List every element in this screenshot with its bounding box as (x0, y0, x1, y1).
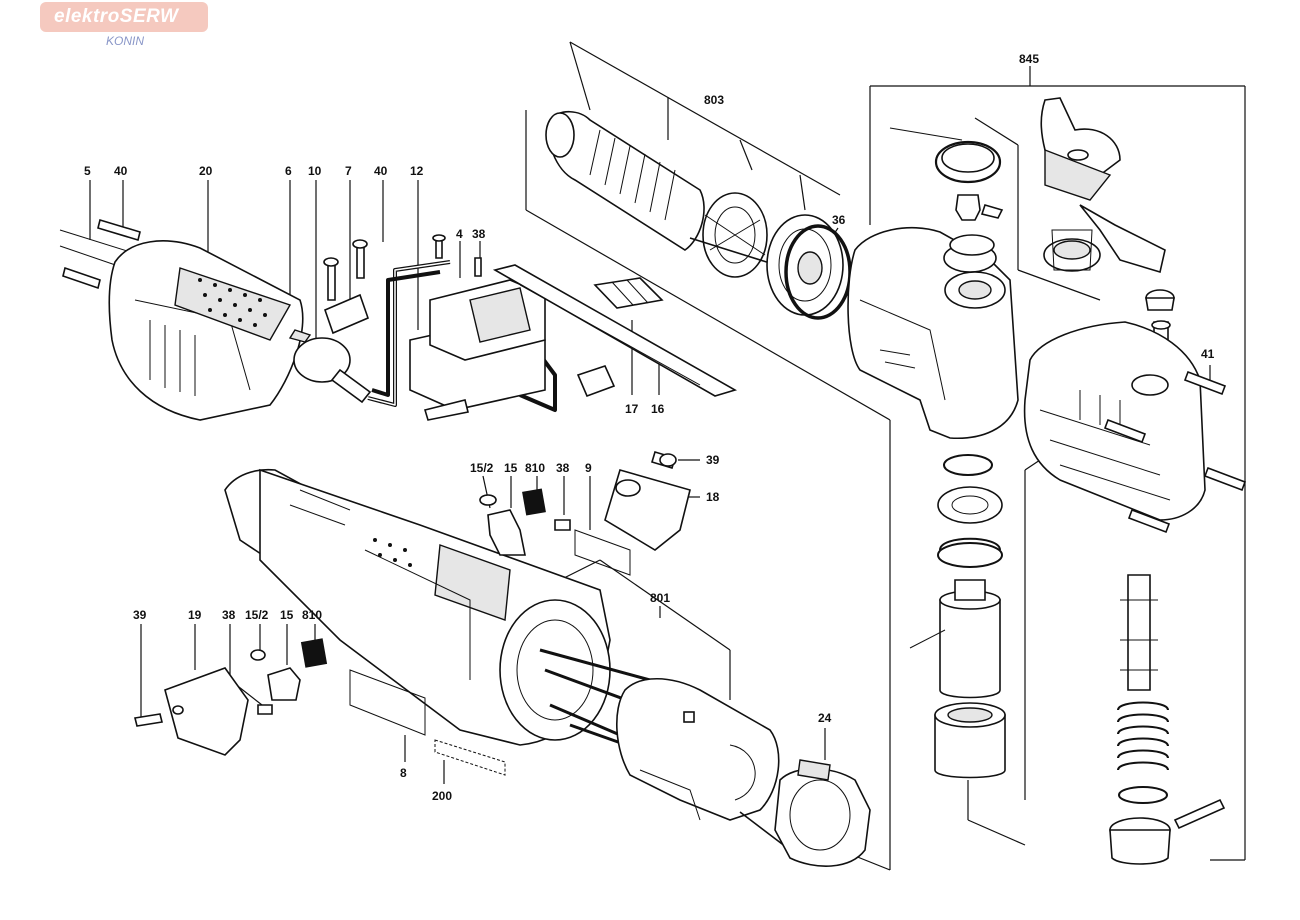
lever-assembly (1040, 97, 1166, 274)
label-39: 39 (706, 453, 720, 467)
watermark-logo: elektroSERW KONIN (40, 2, 210, 50)
brush-holder-upper (479, 488, 571, 556)
label-810: 810 (525, 461, 545, 475)
label-8: 8 (400, 766, 407, 780)
label-36: 36 (832, 213, 846, 227)
plate-17 (576, 277, 664, 398)
label-15-b: 15 (280, 608, 294, 622)
label-15-2-b: 15/2 (245, 608, 269, 622)
lock-shaft-assembly (1109, 574, 1226, 865)
label-40-b: 40 (374, 164, 388, 178)
label-38: 38 (472, 227, 486, 241)
switch-knob-10 (288, 329, 372, 404)
label-38-b: 38 (556, 461, 570, 475)
spring-and-pin (889, 127, 1004, 256)
screw-38-top (432, 234, 482, 277)
bearing-36 (766, 214, 852, 320)
label-18: 18 (706, 490, 720, 504)
gear-head-housing (847, 226, 1019, 440)
label-38-c: 38 (222, 608, 236, 622)
label-15-2: 15/2 (470, 461, 494, 475)
label-5: 5 (84, 164, 91, 178)
label-24: 24 (818, 711, 832, 725)
label-6: 6 (285, 164, 292, 178)
brush-cover-18 (604, 451, 691, 551)
brush-holder-lower (134, 638, 328, 756)
label-15: 15 (504, 461, 518, 475)
label-17: 17 (625, 402, 639, 416)
field-coil-801 (616, 677, 791, 851)
part-labels: 5 40 20 6 10 7 40 12 4 38 803 36 845 17 … (84, 52, 1215, 803)
label-20: 20 (199, 164, 213, 178)
label-803: 803 (704, 93, 724, 107)
label-200: 200 (432, 789, 452, 803)
armature-803 (545, 110, 841, 286)
label-9: 9 (585, 461, 592, 475)
label-810-b: 810 (302, 608, 322, 622)
spindle-parts (909, 454, 1006, 779)
label-39-b: 39 (133, 608, 147, 622)
end-cap-24 (774, 759, 871, 867)
motor-housing-20 (59, 218, 304, 421)
label-19: 19 (188, 608, 202, 622)
watermark-city: KONIN (106, 34, 145, 48)
label-801: 801 (650, 591, 670, 605)
label-12: 12 (410, 164, 424, 178)
watermark-brand: elektroSERW (54, 6, 179, 27)
slide-switch-16 (492, 264, 738, 397)
wires-12 (367, 260, 557, 412)
label-plates (349, 529, 631, 776)
gear-cover (1023, 321, 1206, 521)
watermark-background (40, 2, 208, 32)
label-41: 41 (1201, 347, 1215, 361)
switch-module-4 (409, 279, 546, 421)
label-4: 4 (456, 227, 463, 241)
main-housing (224, 468, 651, 750)
label-40: 40 (114, 164, 128, 178)
label-7: 7 (345, 164, 352, 178)
label-16: 16 (651, 402, 665, 416)
label-845: 845 (1019, 52, 1039, 66)
screws-7-40 (323, 239, 370, 335)
screws-41 (1103, 370, 1247, 534)
label-10: 10 (308, 164, 322, 178)
cap-and-screw (1145, 289, 1175, 341)
